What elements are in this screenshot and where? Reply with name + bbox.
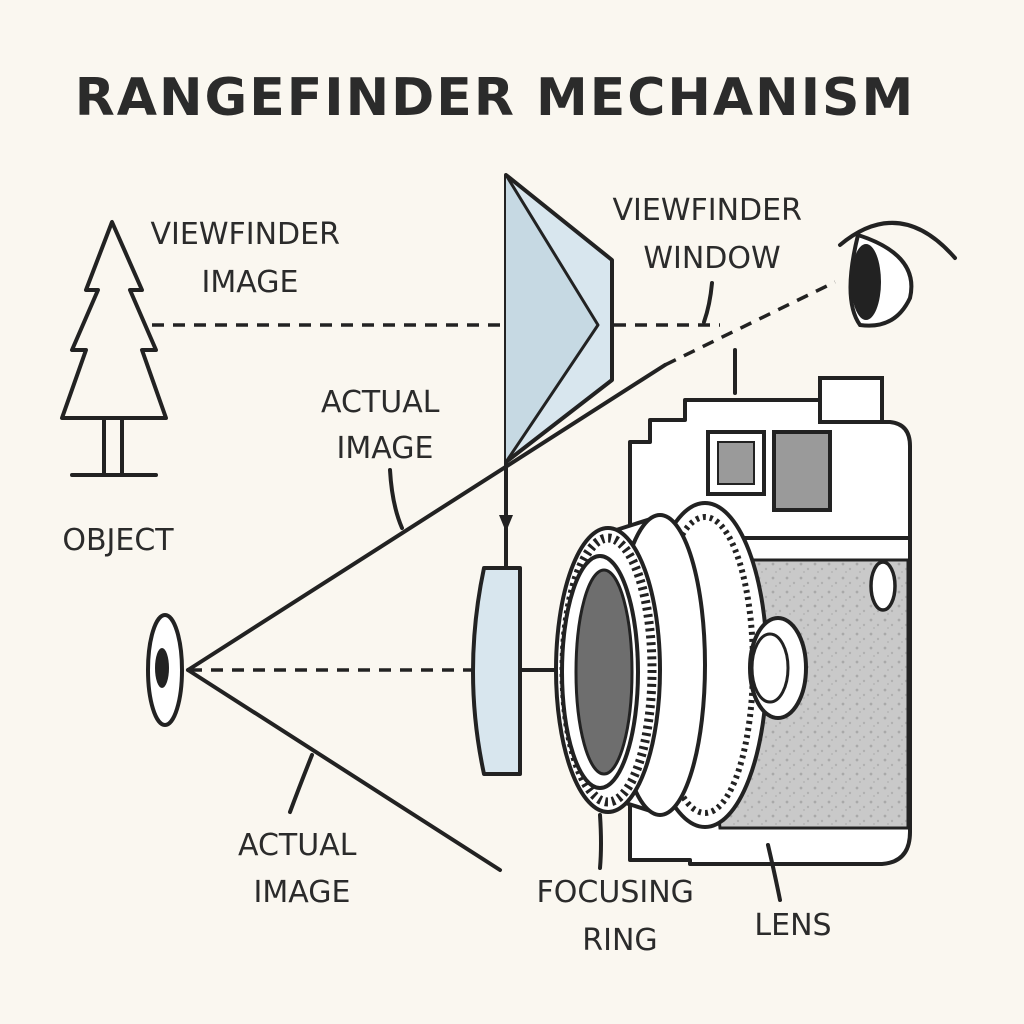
eye-sight-line	[664, 280, 836, 367]
label-viewfinder-window: VIEWFINDER WINDOW	[613, 193, 812, 276]
actual-image-upper-ray	[186, 363, 667, 672]
page-title: RANGEFINDER MECHANISM	[75, 68, 915, 128]
label-focusing-ring: FOCUSING RING	[537, 875, 704, 958]
shutter-dial	[818, 376, 884, 424]
viewfinder-window	[772, 430, 832, 512]
label-actual-image-top: ACTUAL IMAGE	[321, 385, 449, 466]
observer-eye-icon	[146, 613, 184, 727]
lens-glass	[574, 568, 634, 776]
tree-icon	[60, 220, 168, 477]
viewer-eye-icon	[838, 220, 957, 328]
actual-image-lower-ray	[186, 668, 502, 872]
label-object: OBJECT	[62, 523, 174, 558]
small-lens	[471, 566, 522, 776]
label-actual-image-bottom: ACTUAL IMAGE	[238, 828, 366, 910]
down-arrow-icon	[499, 515, 513, 532]
label-viewfinder-image: VIEWFINDER IMAGE	[151, 217, 350, 300]
prism	[504, 173, 614, 464]
camera	[554, 376, 912, 866]
leader-lines	[288, 281, 782, 902]
label-lens: LENS	[754, 908, 831, 943]
